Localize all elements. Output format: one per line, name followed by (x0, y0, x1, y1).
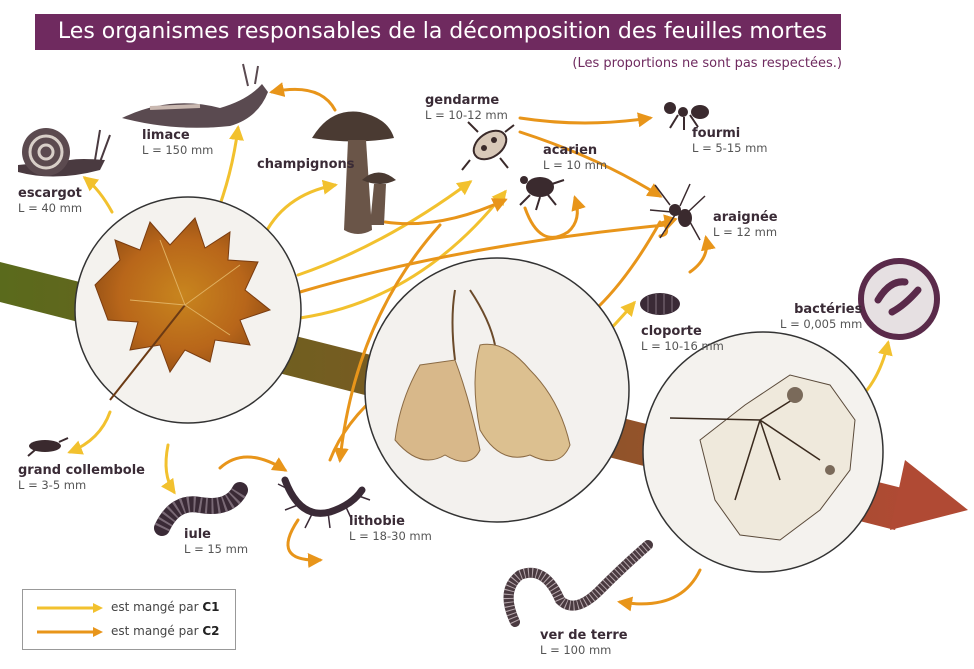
label-araignee: araignée L = 12 mm (713, 210, 778, 240)
label-size: L = 10 mm (543, 158, 608, 172)
label-collembole: grand collembole L = 3-5 mm (18, 463, 145, 493)
bacteria-icon (858, 258, 940, 340)
label-name: fourmi (692, 126, 741, 141)
label-name: ver de terre (540, 628, 628, 643)
millipede-icon (154, 482, 248, 536)
label-gendarme: gendarme L = 10-12 mm (425, 93, 508, 123)
label-champignons: champignons (257, 157, 355, 172)
skeleton-leaf-photo (642, 331, 884, 573)
label-size: L = 18-30 mm (349, 529, 432, 543)
slug-icon (122, 63, 268, 128)
label-limace: limace L = 150 mm (142, 128, 213, 158)
woodlouse-icon (640, 293, 680, 315)
label-name: gendarme (425, 93, 500, 108)
mite-icon (519, 176, 565, 211)
wilted-leaves-photo (364, 257, 630, 523)
label-size: L = 40 mm (18, 201, 83, 215)
legend-c1-arrow-icon (37, 603, 103, 613)
label-name: araignée (713, 210, 778, 225)
label-lithobie: lithobie L = 18-30 mm (349, 514, 432, 544)
ant-icon (664, 102, 709, 130)
legend-c1-code: C1 (202, 600, 220, 614)
label-name: bactéries (794, 302, 863, 317)
snail-icon (18, 128, 111, 177)
label-name: escargot (18, 186, 82, 201)
label-size: L = 5-15 mm (692, 141, 768, 155)
centipede-icon (277, 476, 371, 529)
spider-icon (649, 183, 706, 241)
page-subtitle: (Les proportions ne sont pas respectées.… (572, 56, 842, 71)
label-name: champignons (257, 157, 355, 172)
legend-c2-arrow-icon (37, 627, 103, 637)
label-size: L = 10-16 mm (641, 339, 724, 353)
legend-c2-label: est mangé par C2 (111, 624, 220, 638)
mushroom-icon (312, 111, 396, 234)
label-size: L = 12 mm (713, 225, 778, 239)
label-iule: iule L = 15 mm (184, 527, 248, 557)
label-size: L = 10-12 mm (425, 108, 508, 122)
c2-arrows (218, 82, 716, 612)
page-title: Les organismes responsables de la décomp… (35, 14, 841, 50)
legend-c1-label: est mangé par C1 (111, 600, 220, 614)
label-size: L = 15 mm (184, 542, 249, 556)
label-size: L = 0,005 mm (780, 317, 863, 331)
label-cloporte: cloporte L = 10-16 mm (641, 324, 724, 354)
legend-c2-text: est mangé par (111, 624, 199, 638)
firebug-icon (461, 121, 515, 171)
legend-c1-text: est mangé par (111, 600, 199, 614)
label-name: grand collembole (18, 463, 145, 478)
label-bacteries: bactéries L = 0,005 mm (780, 302, 862, 332)
legend-c2-code: C2 (202, 624, 220, 638)
label-name: iule (184, 527, 211, 542)
label-name: acarien (543, 143, 598, 158)
label-size: L = 150 mm (142, 143, 214, 157)
earthworm-icon (503, 540, 653, 627)
springtail-icon (27, 437, 69, 457)
label-acarien: acarien L = 10 mm (543, 143, 607, 173)
label-ver: ver de terre L = 100 mm (540, 628, 628, 658)
label-size: L = 100 mm (540, 643, 612, 657)
label-fourmi: fourmi L = 5-15 mm (692, 126, 768, 156)
dead-leaf-photo (74, 196, 302, 424)
label-size: L = 3-5 mm (18, 478, 87, 492)
label-escargot: escargot L = 40 mm (18, 186, 82, 216)
label-name: limace (142, 128, 190, 143)
legend: est mangé par C1 est mangé par C2 (22, 589, 236, 650)
label-name: lithobie (349, 514, 405, 529)
label-name: cloporte (641, 324, 702, 339)
band-arrow-head (890, 460, 968, 530)
